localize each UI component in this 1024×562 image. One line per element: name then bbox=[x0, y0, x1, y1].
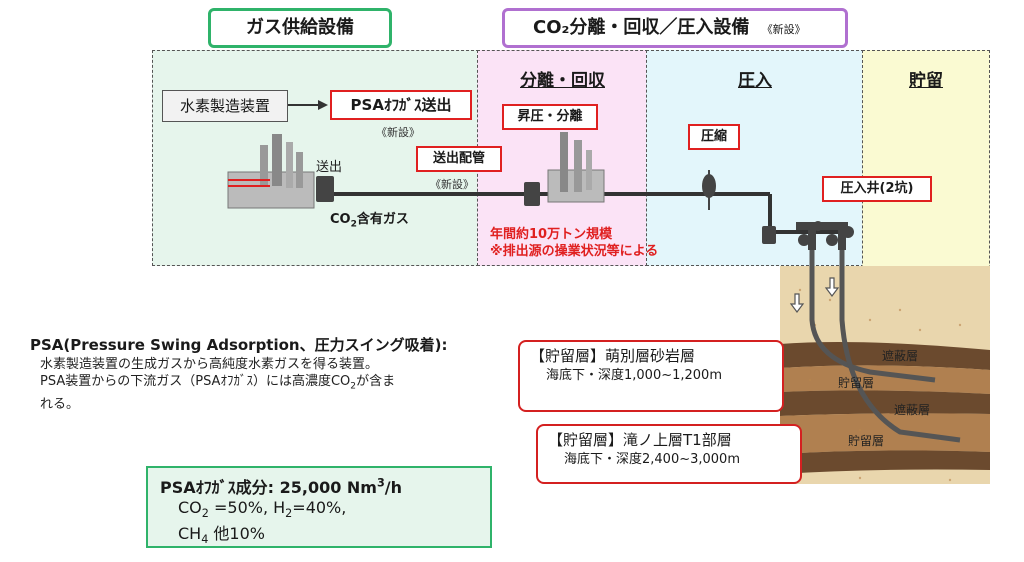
psa-note-line-2: PSA装置からの下流ガス（PSAｵﾌｶﾞｽ）には高濃度CO2が含ま bbox=[40, 373, 510, 396]
separation-unit-drawing bbox=[524, 132, 605, 206]
composition-line-2: CH4 他10% bbox=[160, 520, 478, 546]
reservoir-layer-1 bbox=[780, 365, 990, 394]
cap-layer-2 bbox=[780, 390, 990, 416]
co2-separation-new: 《新設》 bbox=[761, 23, 806, 36]
gas-supply-header: ガス供給設備 bbox=[208, 8, 392, 48]
reservoir-layer-2-label: 貯留層 bbox=[848, 434, 885, 448]
reservoir-1-depth: 海底下・深度1,000~1,200m bbox=[546, 368, 722, 383]
h2-value: =40%, bbox=[292, 498, 347, 517]
reservoir-1-title: 【貯留層】萌別層砂岩層 bbox=[530, 347, 696, 365]
reservoir-2-title: 【貯留層】滝ノ上層T1部層 bbox=[548, 431, 732, 449]
zone-label-storage: 貯留 bbox=[909, 71, 943, 91]
h2-sub: 2 bbox=[285, 507, 293, 521]
injection-wells-label: 圧入井(2坑) bbox=[822, 176, 932, 202]
psa-offgas-label: PSAｵﾌｶﾞｽ送出 bbox=[330, 90, 472, 120]
scale-note: 年間約10万トン規模 ※排出源の操業状況等による bbox=[490, 226, 658, 260]
ch4-text: CH bbox=[178, 524, 202, 544]
new-label-psa: 《新設》 bbox=[376, 126, 420, 139]
flow-arrows bbox=[789, 277, 840, 313]
co2-gas-sub: 2 bbox=[350, 219, 357, 230]
scale-line-1: 年間約10万トン規模 bbox=[490, 227, 613, 242]
new-label-pipeline: 《新設》 bbox=[430, 178, 474, 191]
psa-note-line-2-sub: 2 bbox=[350, 381, 357, 392]
injection-well-2 bbox=[839, 240, 961, 443]
scale-line-2: ※排出源の操業状況等による bbox=[490, 244, 659, 259]
cap-layer-1 bbox=[780, 342, 990, 370]
hydrogen-plant-drawing bbox=[227, 134, 315, 209]
co2-gas-label: CO2含有ガス bbox=[330, 208, 409, 230]
reservoir-layer-2 bbox=[780, 413, 990, 454]
ch4-sub: 4 bbox=[201, 533, 209, 547]
compressor-drawing bbox=[702, 170, 716, 210]
co2-separation-header: CO₂分離・回収／圧入設備 《新設》 bbox=[502, 8, 848, 48]
psa-note-body: 水素製造装置の生成ガスから高純度水素ガスを得る装置。 PSA装置からの下流ガス（… bbox=[40, 356, 510, 413]
reservoir-box-1: 【貯留層】萌別層砂岩層 海底下・深度1,000~1,200m bbox=[518, 340, 784, 412]
co2-sub: 2 bbox=[201, 507, 209, 521]
co2-value: =50%, H bbox=[208, 498, 286, 517]
reservoir-2-depth: 海底下・深度2,400~3,000m bbox=[564, 452, 740, 467]
cap-layer-1-label: 遮蔽層 bbox=[882, 349, 919, 363]
co2-separation-title: CO₂分離・回収／圧入設備 bbox=[533, 17, 750, 38]
composition-line-1: CO2 =50%, H2=40%, bbox=[160, 498, 478, 520]
injection-well-1 bbox=[809, 240, 936, 383]
reservoir-layer-1-label: 貯留層 bbox=[838, 376, 875, 390]
arrow-to-psa bbox=[288, 100, 328, 110]
composition-title-sup: 3 bbox=[376, 476, 385, 490]
pipeline-label: 送出配管 bbox=[416, 146, 502, 172]
composition-title-prefix: PSAｵﾌｶﾞｽ成分: 25,000 Nm bbox=[160, 478, 377, 497]
co2-gas-suffix: 含有ガス bbox=[356, 212, 409, 227]
reservoir-box-2: 【貯留層】滝ノ上層T1部層 海底下・深度2,400~3,000m bbox=[536, 424, 802, 484]
zone-label-separation: 分離・回収 bbox=[520, 71, 605, 91]
co2-text: CO bbox=[178, 498, 202, 517]
hydrogen-plant-label: 水素製造装置 bbox=[162, 90, 288, 122]
psa-note-line-2-suffix: が含ま bbox=[356, 374, 396, 389]
send-out-label: 送出 bbox=[316, 160, 343, 175]
cap-layer-2-label: 遮蔽層 bbox=[894, 403, 931, 417]
compress-label: 圧縮 bbox=[688, 124, 740, 150]
pressurize-separate-label: 昇圧・分離 bbox=[502, 104, 598, 130]
send-out-compressor bbox=[316, 176, 334, 202]
psa-note-line-1: 水素製造装置の生成ガスから高純度水素ガスを得る装置。 bbox=[40, 357, 379, 372]
composition-box: PSAｵﾌｶﾞｽ成分: 25,000 Nm3/h CO2 =50%, H2=40… bbox=[146, 466, 492, 548]
zone-label-injection: 圧入 bbox=[738, 71, 772, 91]
wellhead-drawing bbox=[762, 221, 854, 250]
ch4-value: 他10% bbox=[208, 524, 265, 544]
composition-title-suffix: /h bbox=[384, 478, 403, 497]
psa-note-line-3: れる。 bbox=[40, 396, 80, 412]
co2-gas-prefix: CO bbox=[330, 212, 351, 227]
psa-note-title: PSA(Pressure Swing Adsorption、圧力スイング吸着): bbox=[30, 336, 448, 354]
composition-title: PSAｵﾌｶﾞｽ成分: 25,000 Nm3/h bbox=[160, 474, 478, 498]
psa-note-line-2-prefix: PSA装置からの下流ガス（PSAｵﾌｶﾞｽ）には高濃度CO bbox=[40, 374, 351, 389]
